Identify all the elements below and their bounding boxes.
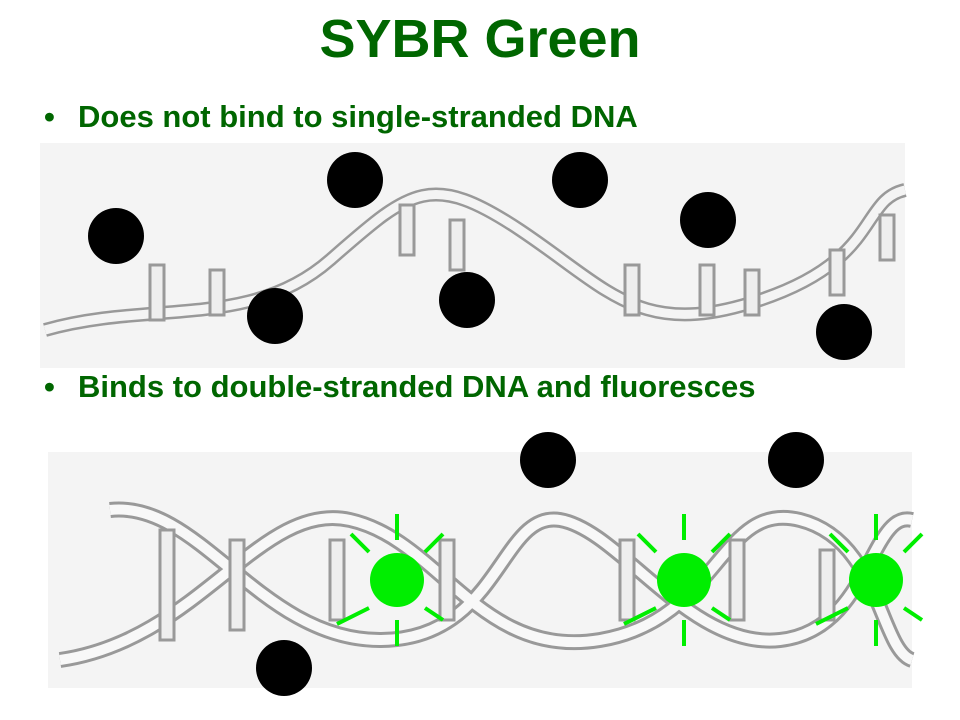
bullet-double-stranded: • Binds to double-stranded DNA and fluor…	[44, 368, 838, 406]
fluorescing-dye-molecules	[336, 514, 924, 646]
slide-title: SYBR Green	[319, 9, 641, 69]
bullet-text: Does not bind to single-stranded DNA	[78, 99, 638, 134]
free-sybr-dye-molecules	[88, 152, 872, 696]
bullet-text: Binds to double-stranded DNA and fluores…	[78, 369, 756, 404]
double-strand-dna-image	[48, 452, 916, 688]
bullet-single-stranded: • Does not bind to single-stranded DNA	[44, 98, 638, 136]
bullet-marker: •	[44, 99, 55, 134]
single-strand-dna-image	[40, 143, 907, 368]
bullet-marker: •	[44, 369, 55, 404]
